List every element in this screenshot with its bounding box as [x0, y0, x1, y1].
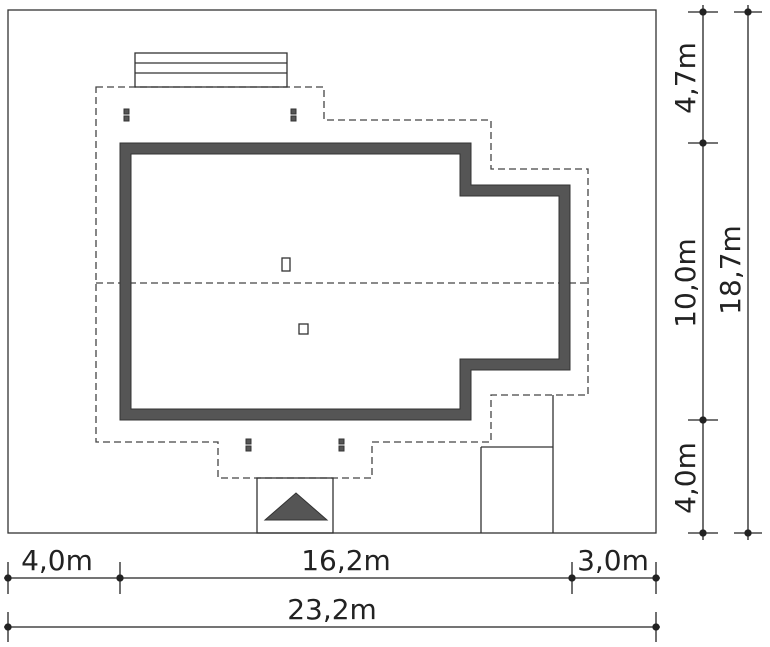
dim-bottom-left: 4,0m: [21, 544, 93, 577]
dim-right-bottom: 4,0m: [669, 442, 702, 514]
right-dimensions: [688, 5, 762, 540]
terrace-steps: [134, 52, 288, 88]
dim-bottom-total: 23,2m: [287, 593, 377, 626]
dim-right-total: 18,7m: [714, 225, 747, 315]
vent-marker: [281, 257, 291, 272]
entrance-arrow-icon: [263, 492, 329, 521]
bottom-dimensions: [4, 562, 660, 642]
dim-bottom-right: 3,0m: [577, 544, 649, 577]
chimney-markers: [123, 108, 345, 452]
dim-bottom-middle: 16,2m: [301, 544, 391, 577]
house-walls: [119, 142, 571, 421]
vent-marker: [298, 323, 309, 335]
entrance: [256, 477, 334, 534]
driveway: [480, 395, 554, 533]
dim-right-top: 4,7m: [669, 42, 702, 114]
roof-outline: [95, 86, 589, 479]
dim-right-middle: 10,0m: [669, 238, 702, 328]
